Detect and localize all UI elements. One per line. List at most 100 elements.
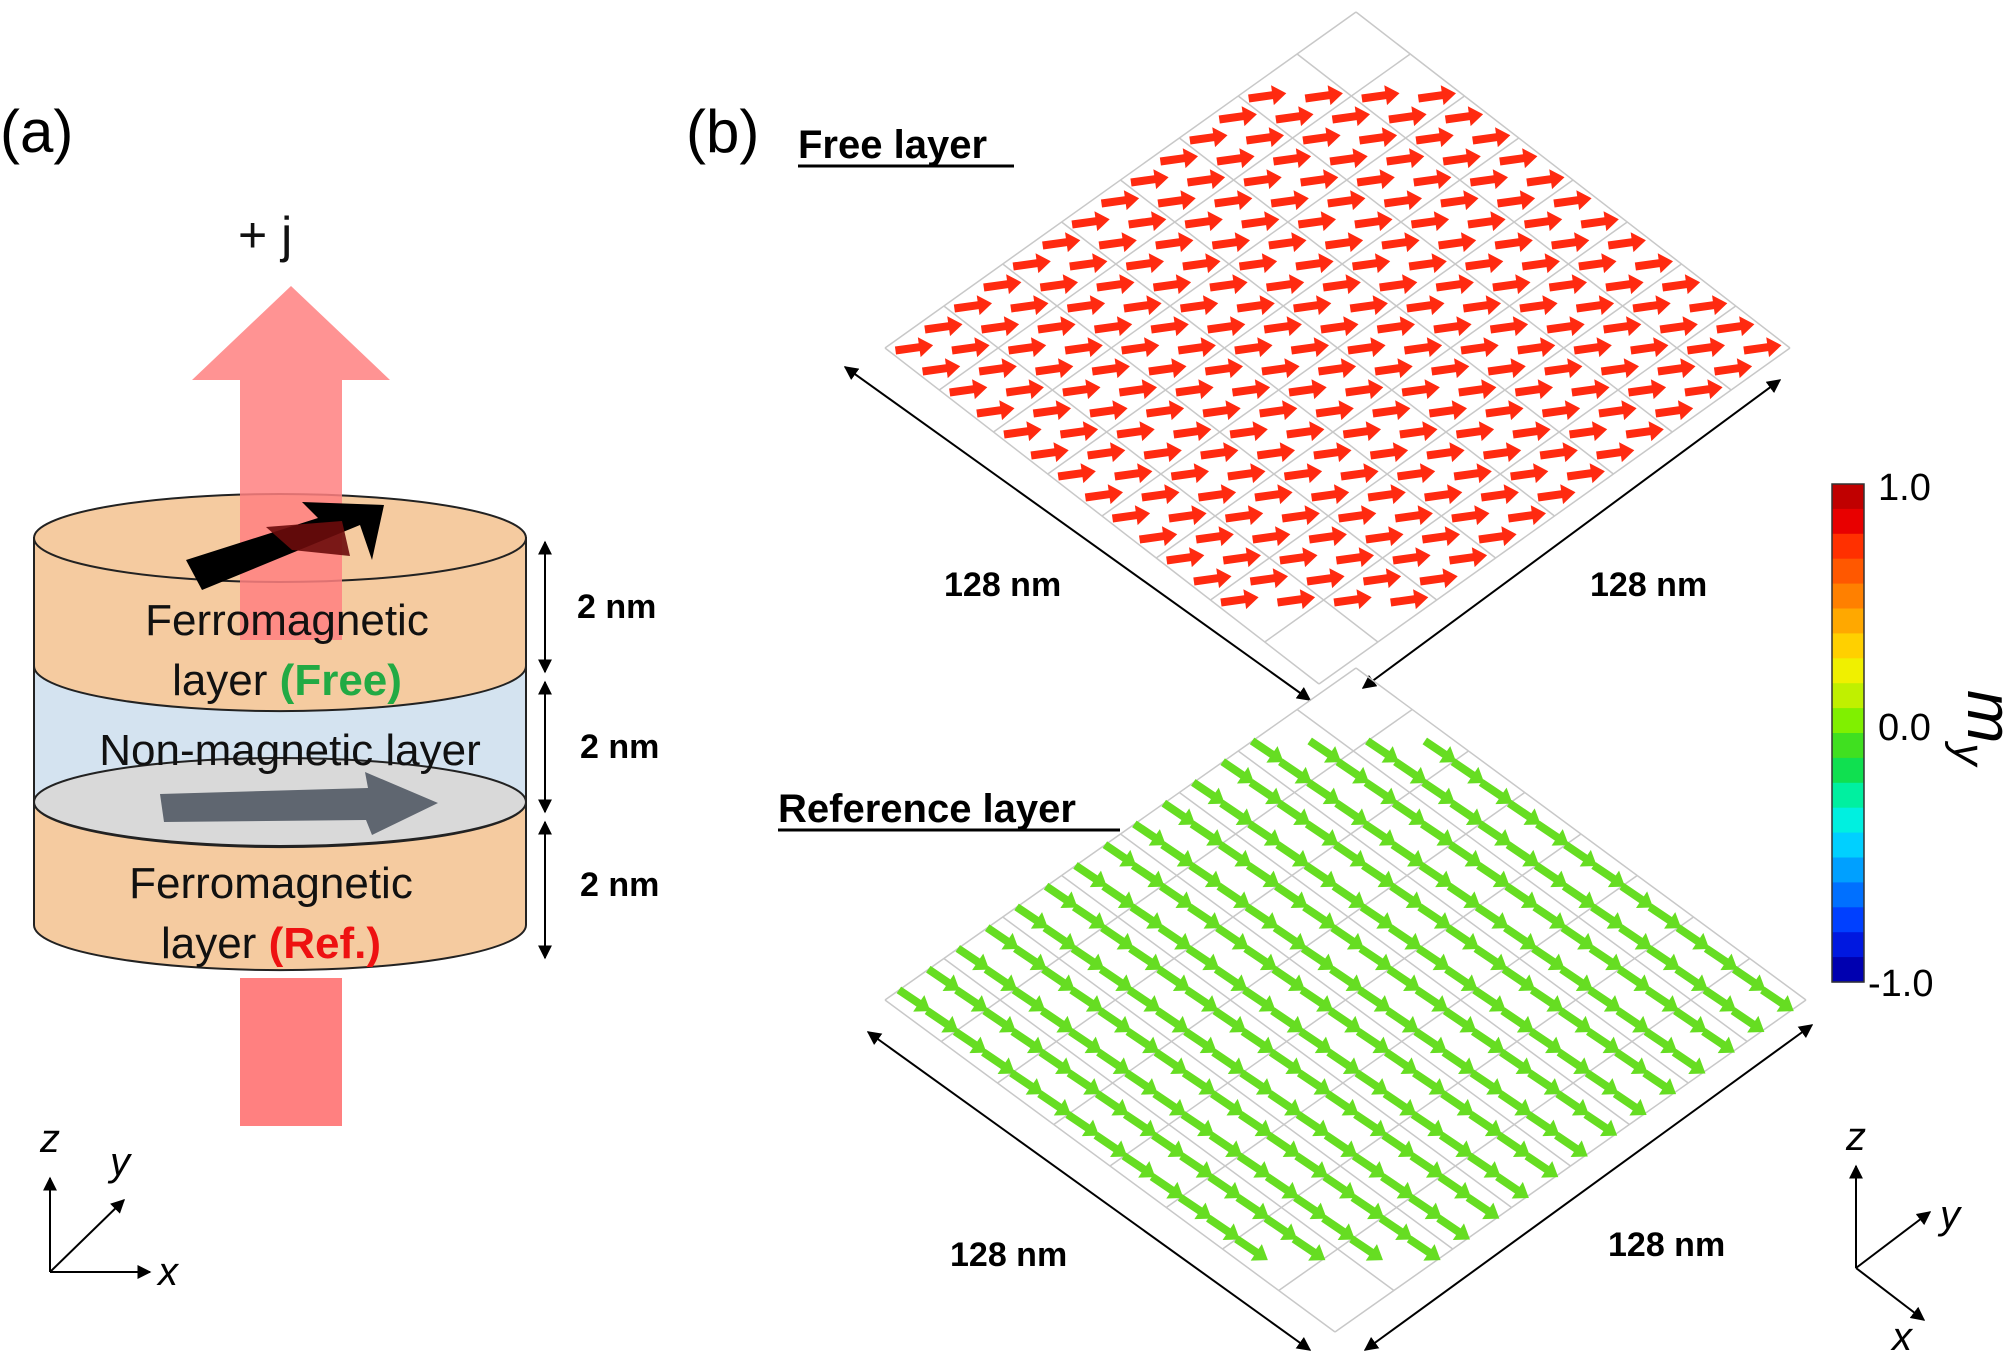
free-magnetization-arrow bbox=[1361, 85, 1400, 106]
colorbar-segment bbox=[1832, 907, 1864, 933]
ref-magnetization-arrow bbox=[1646, 945, 1680, 971]
ref-magnetization-arrow bbox=[1473, 945, 1508, 971]
ref-magnetization-arrow bbox=[1506, 799, 1541, 825]
free-magnetization-arrow bbox=[1354, 211, 1393, 232]
ref-magnetization-arrow bbox=[1132, 820, 1166, 846]
free-magnetization-arrow bbox=[1037, 316, 1076, 337]
free-magnetization-arrow bbox=[1362, 568, 1402, 589]
free-magnetization-arrow bbox=[1406, 295, 1445, 316]
free-magnetization-arrow bbox=[953, 295, 993, 316]
free-magnetization-arrow bbox=[1098, 232, 1137, 253]
free-magnetization-arrow bbox=[1184, 211, 1223, 232]
ref-magnetization-arrow bbox=[1129, 903, 1164, 929]
free-magnetization-arrow bbox=[1487, 358, 1526, 379]
free-magnetization-arrow bbox=[1630, 337, 1669, 358]
free-magnetization-arrow bbox=[1266, 274, 1305, 295]
ref-magnetization-arrow bbox=[1418, 862, 1453, 888]
ref-magnetization-arrow bbox=[1073, 862, 1107, 888]
colorbar-segment bbox=[1832, 633, 1864, 659]
ref-magnetization-arrow bbox=[1244, 903, 1279, 929]
colorbar bbox=[1831, 483, 1865, 983]
free-magnetization-arrow bbox=[1743, 337, 1782, 358]
ref-magnetization-arrow bbox=[1702, 986, 1737, 1012]
free-magnetization-arrow bbox=[1347, 337, 1386, 358]
free-magnetization-arrow bbox=[1275, 106, 1314, 127]
free-magnetization-arrow bbox=[1510, 463, 1549, 484]
ref-magnetization-arrow bbox=[1414, 986, 1449, 1012]
free-magnetization-arrow bbox=[1417, 85, 1457, 106]
free-magnetization-arrow bbox=[1451, 505, 1490, 526]
free-magnetization-arrow bbox=[1465, 253, 1504, 274]
ref-magnetization-arrow bbox=[1644, 986, 1679, 1012]
colorbar-quantity-label: my bbox=[1944, 690, 2007, 768]
colorbar-min-label: -1.0 bbox=[1868, 963, 1933, 1005]
free-magnetization-arrow bbox=[1218, 106, 1257, 127]
ref-magnetization-arrow bbox=[982, 1007, 1017, 1033]
ref-magnetization-arrow bbox=[1304, 820, 1339, 846]
free-magnetization-arrow bbox=[1605, 274, 1644, 295]
colorbar-mid-label: 0.0 bbox=[1878, 707, 1931, 749]
free-magnetization-arrow bbox=[1175, 379, 1214, 400]
ref-magnetization-arrow bbox=[1217, 841, 1252, 867]
ref-magnetization-arrow bbox=[984, 924, 1019, 950]
ref-magnetization-arrow bbox=[1327, 1007, 1362, 1033]
free-magnetization-arrow bbox=[1241, 211, 1280, 232]
ref-magnetization-arrow bbox=[1306, 779, 1340, 805]
axes-b: z y x bbox=[1845, 1115, 1963, 1358]
free-magnetization-arrow bbox=[1003, 421, 1042, 442]
ref-magnetization-arrow bbox=[1330, 924, 1365, 950]
colorbar-segment bbox=[1832, 882, 1864, 908]
ref-magnetization-arrow bbox=[1533, 862, 1568, 888]
free-magnetization-arrow bbox=[1279, 547, 1318, 568]
free-magnetization-arrow bbox=[1480, 484, 1519, 505]
ref-magnetization-arrow bbox=[160, 772, 438, 835]
free-magnetization-arrow bbox=[1317, 358, 1357, 379]
ref-magnetization-arrow bbox=[1703, 945, 1738, 971]
ref-magnetization-arrow bbox=[1187, 903, 1221, 929]
free-dim-arrow-left bbox=[843, 366, 1312, 701]
free-magnetization-arrow bbox=[1032, 400, 1072, 421]
axis-b-z: z bbox=[1845, 1115, 1866, 1159]
ref-magnetization-arrow bbox=[1275, 841, 1310, 867]
ref-magnetization-arrow bbox=[1391, 799, 1426, 825]
free-magnetization-arrow bbox=[1315, 400, 1354, 421]
ref-magnetization-arrow bbox=[1097, 1007, 1132, 1033]
free-magnetization-arrow bbox=[1297, 211, 1337, 232]
free-magnetization-arrow bbox=[1195, 526, 1234, 547]
free-magnetization-arrow bbox=[1311, 484, 1350, 505]
free-magnetization-arrow bbox=[1293, 295, 1332, 316]
free-magnetization-arrow bbox=[1324, 232, 1364, 253]
ref-magnetization-arrow bbox=[1271, 965, 1306, 991]
free-magnetization-arrow bbox=[1413, 169, 1452, 190]
ref-magnetization-arrow bbox=[1449, 799, 1484, 825]
free-magnetization-arrow bbox=[1225, 505, 1264, 526]
axis-a-z: z bbox=[39, 1117, 60, 1161]
free-magnetization-arrow bbox=[1116, 421, 1155, 442]
axis-b-x: x bbox=[1890, 1315, 1914, 1358]
free-magnetization-arrow bbox=[1268, 232, 1307, 253]
ref-grid-line bbox=[1334, 999, 1807, 1333]
free-magnetization-arrow bbox=[1234, 337, 1273, 358]
thickness-label-free: 2 nm bbox=[577, 588, 656, 626]
ref-magnetization-arrow bbox=[1561, 882, 1596, 908]
free-magnetization-arrow bbox=[1485, 400, 1524, 421]
ref-dim-arrow-right bbox=[1363, 1024, 1814, 1351]
ref-magnetization-arrow bbox=[1100, 924, 1134, 950]
free-magnetization-arrow bbox=[1010, 295, 1049, 316]
free-magnetization-arrow bbox=[1455, 421, 1495, 442]
free-magnetization-arrow bbox=[1166, 547, 1205, 568]
ref-magnetization-arrow bbox=[1276, 799, 1311, 825]
free-magnetization-arrow bbox=[1517, 337, 1556, 358]
ref-magnetization-arrow bbox=[1616, 965, 1651, 991]
free-magnetization-arrow bbox=[1401, 379, 1440, 400]
ref-magnetization-arrow bbox=[1161, 799, 1196, 825]
free-magnetization-arrow bbox=[1634, 253, 1674, 274]
free-magnetization-arrow bbox=[1039, 274, 1079, 295]
free-magnetization-arrow bbox=[1372, 400, 1411, 421]
ref-magnetization-arrow bbox=[1043, 882, 1078, 908]
ref-magnetization-arrow bbox=[1357, 986, 1391, 1012]
free-magnetization-arrow bbox=[1290, 337, 1330, 358]
free-magnetization-arrow bbox=[1288, 379, 1327, 400]
free-magnetization-arrow bbox=[1170, 463, 1210, 484]
free-magnetization-arrow bbox=[1367, 484, 1406, 505]
